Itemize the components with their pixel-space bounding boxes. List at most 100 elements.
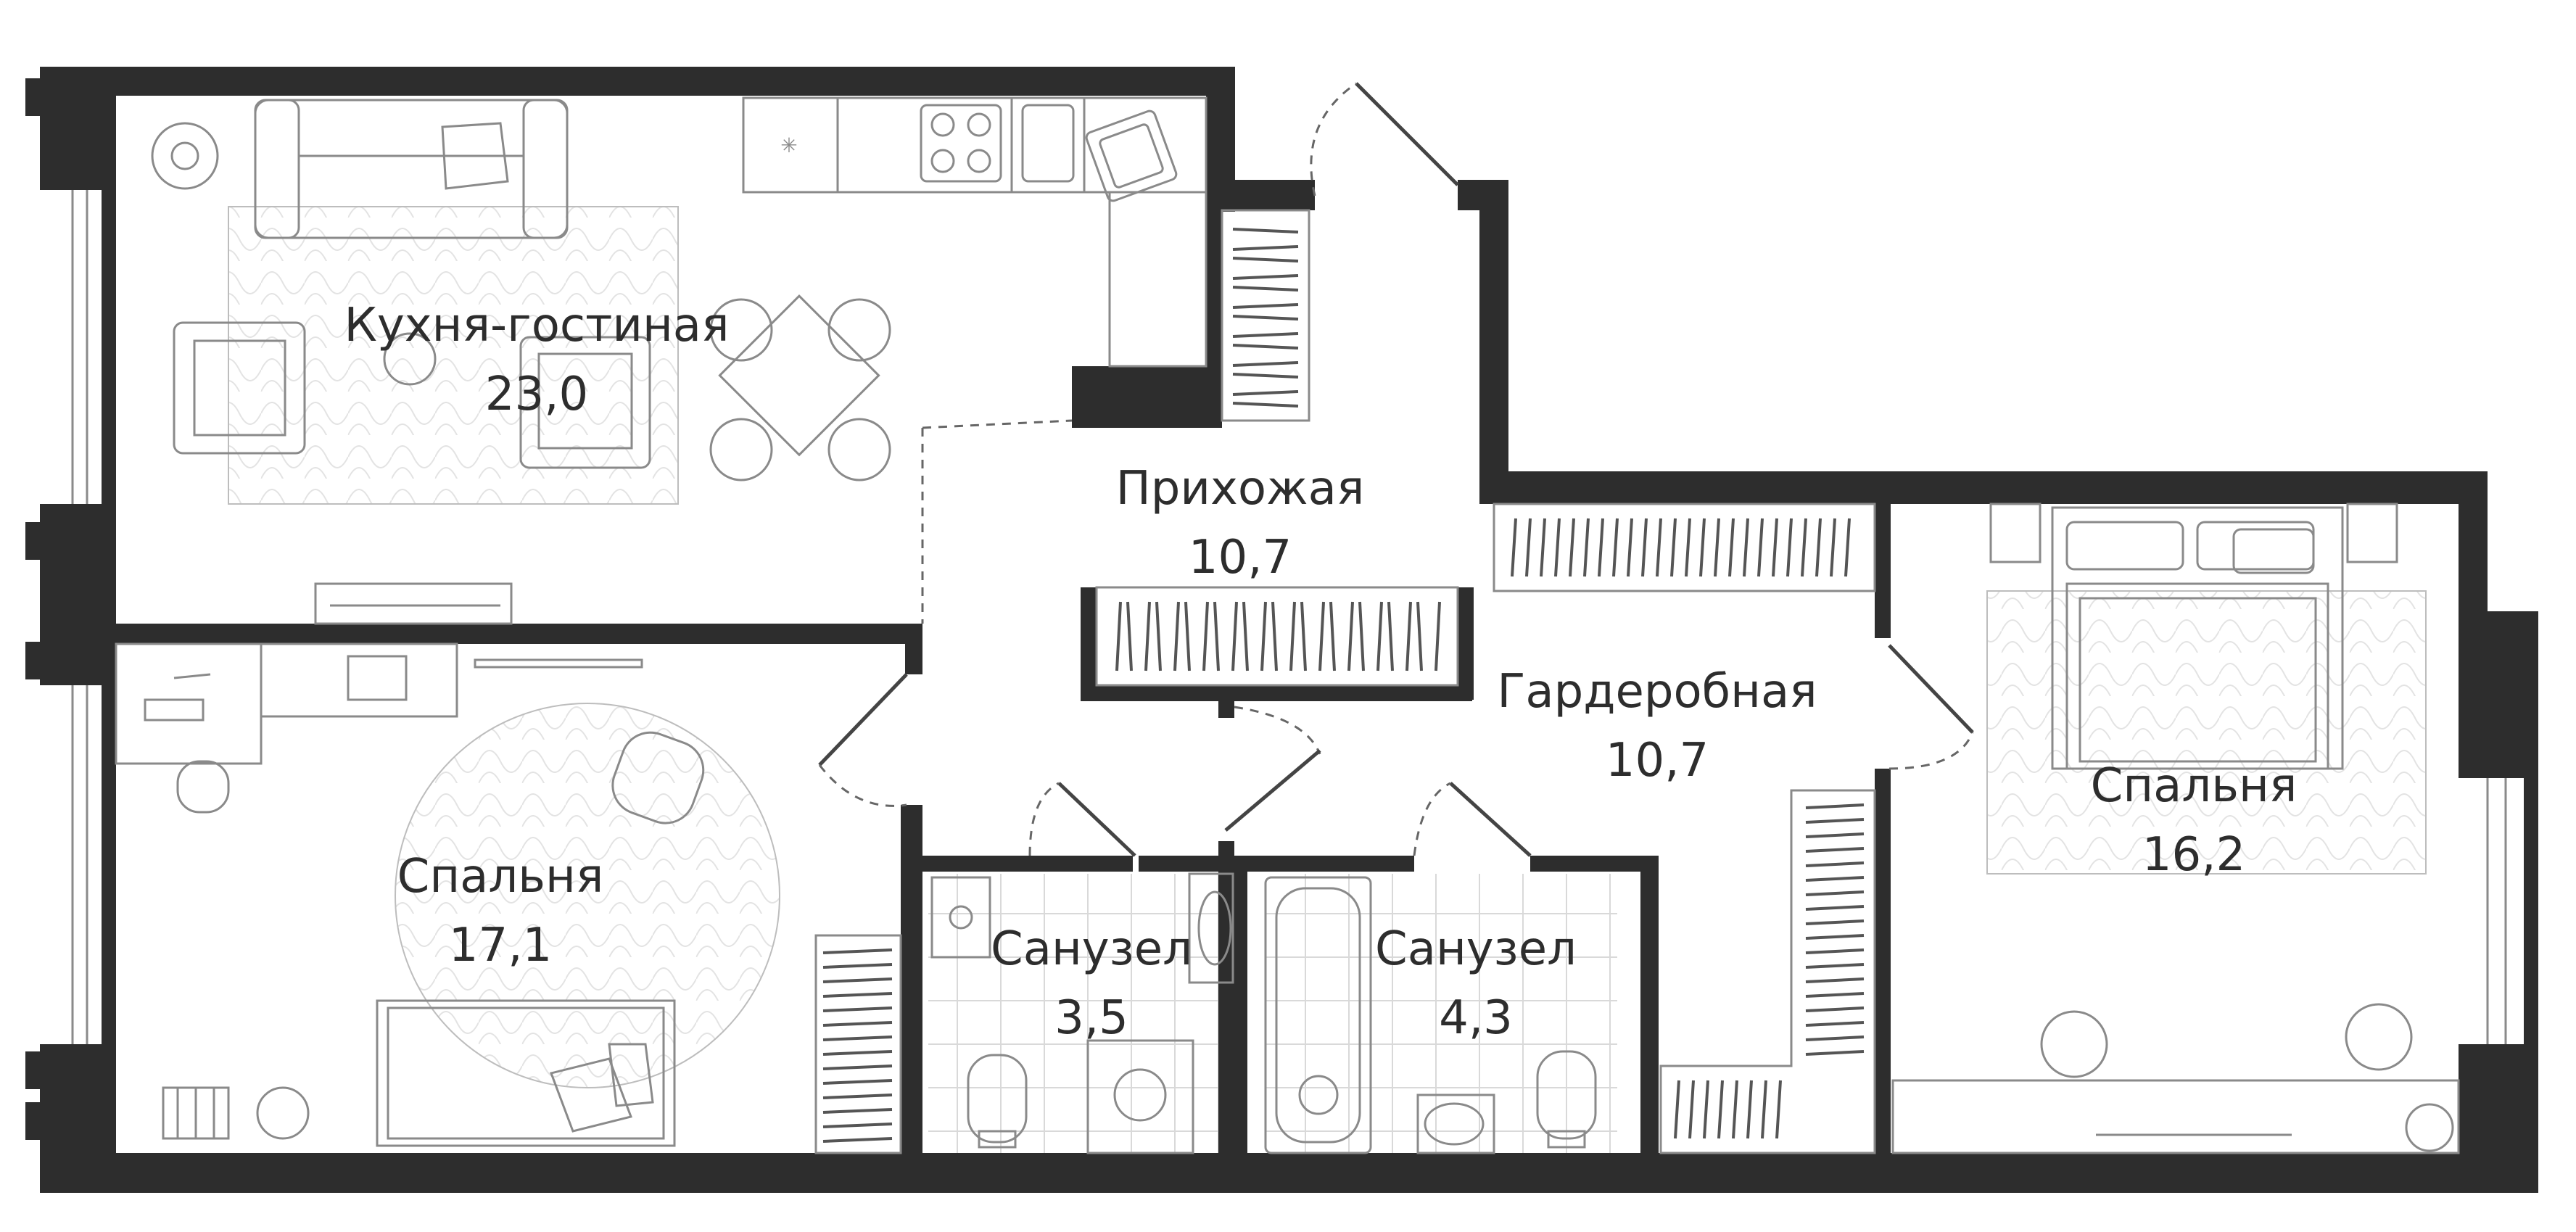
hanger-line — [1347, 601, 1354, 671]
hanger-line — [822, 1079, 893, 1085]
kitchen-living-furniture: ✳ — [151, 96, 1208, 625]
room-name-wardrobe: Гардеробная — [1497, 665, 1817, 719]
hanger-line — [1805, 890, 1865, 896]
hanger-line — [1844, 518, 1851, 577]
sink-icon — [1085, 109, 1178, 202]
room-name-bathroom-2: Санузел — [1375, 922, 1577, 976]
hanger-line — [1202, 601, 1209, 671]
room-name-bedroom-1: Спальня — [397, 850, 604, 904]
hanger-line — [1761, 1080, 1767, 1139]
hanger-line — [1126, 601, 1133, 671]
door-icon — [818, 82, 1974, 857]
hanger-line — [1772, 518, 1778, 577]
hanger-line — [1775, 1080, 1782, 1139]
hanger-line — [1674, 1080, 1680, 1139]
wardrobe-icon — [1674, 803, 1865, 1139]
hanger-line — [1184, 601, 1191, 671]
room-area-bedroom-1: 17,1 — [449, 919, 553, 972]
hanger-line — [1387, 601, 1394, 671]
hanger-line — [1805, 861, 1865, 867]
hanger-line — [1232, 361, 1299, 367]
hanger-line — [1805, 1050, 1865, 1056]
svg-text:✳: ✳ — [780, 133, 797, 157]
hanger-line — [1805, 847, 1865, 853]
hanger-line — [1805, 992, 1865, 998]
hanger-line — [1525, 518, 1532, 577]
room-name-hallway: Прихожая — [1116, 462, 1365, 516]
hanger-line — [1232, 228, 1299, 233]
hanger-line — [1815, 518, 1822, 577]
bedroom-1-furniture — [115, 642, 902, 1154]
sink-icon — [1188, 872, 1234, 984]
hanger-line — [822, 1064, 893, 1070]
hanger-line — [822, 992, 893, 998]
wardrobe-icon — [1115, 601, 1441, 671]
hanger-line — [1232, 274, 1299, 280]
hanger-line — [1641, 518, 1648, 577]
hanger-line — [1115, 601, 1122, 671]
hanger-line — [822, 1137, 893, 1143]
hanger-line — [1358, 601, 1365, 671]
hanger-line — [1699, 518, 1706, 577]
hanger-line — [1318, 601, 1325, 671]
hanger-line — [822, 1035, 893, 1041]
wardrobe-icon — [822, 948, 893, 1143]
armchair-icon — [173, 321, 651, 469]
hanger-line — [1627, 518, 1633, 577]
hanger-line — [822, 1123, 893, 1128]
hanger-line — [1656, 518, 1662, 577]
room-name-bathroom-1: Санузел — [991, 922, 1192, 976]
toilet-icon — [1536, 1050, 1597, 1149]
hanger-line — [1416, 601, 1423, 671]
hanger-line — [822, 1093, 893, 1099]
hanger-line — [1805, 818, 1865, 824]
hanger-line — [1300, 601, 1307, 671]
hanger-line — [1213, 601, 1220, 671]
wardrobe-icon — [1511, 518, 1851, 577]
hanger-line — [1732, 1080, 1738, 1139]
hanger-line — [1805, 963, 1865, 969]
hanger-line — [1434, 601, 1441, 671]
hanger-line — [1376, 601, 1383, 671]
room-labels: Кухня-гостиная 23,0 Прихожая 10,7 Гардер… — [344, 299, 2297, 1045]
hanger-line — [1232, 286, 1299, 292]
hanger-line — [1786, 518, 1793, 577]
walls — [25, 67, 2538, 1193]
hanger-line — [1612, 518, 1619, 577]
hanger-line — [822, 948, 893, 954]
hanger-line — [1232, 303, 1299, 309]
hanger-line — [1717, 1080, 1724, 1139]
bed-icon — [376, 999, 676, 1147]
wardrobe-room-furniture — [1493, 503, 1876, 1154]
hanger-line — [1155, 601, 1162, 671]
bathroom-1-furniture — [930, 872, 1234, 1154]
hanger-line — [1242, 601, 1249, 671]
sofa-icon — [254, 99, 569, 239]
hanger-line — [1232, 245, 1299, 251]
hanger-line — [1173, 601, 1180, 671]
toilet-icon — [967, 1054, 1028, 1149]
hanger-line — [1757, 518, 1764, 577]
dining-table-icon — [709, 294, 891, 481]
hanger-line — [1329, 601, 1336, 671]
windows — [71, 190, 2507, 1044]
hanger-line — [1583, 518, 1590, 577]
hanger-line — [1805, 1006, 1865, 1012]
hanger-line — [1511, 518, 1517, 577]
hanger-line — [1703, 1080, 1709, 1139]
hanger-line — [1685, 518, 1691, 577]
room-area-kitchen-living: 23,0 — [485, 368, 589, 421]
hallway-furniture — [1095, 209, 1459, 687]
hanger-line — [1746, 1080, 1753, 1139]
room-area-bathroom-1: 3,5 — [1054, 991, 1128, 1045]
hanger-line — [1260, 601, 1267, 671]
hanger-line — [1232, 332, 1299, 338]
hanger-line — [1405, 601, 1412, 671]
hanger-line — [822, 963, 893, 969]
hanger-line — [1805, 1035, 1865, 1041]
room-area-bedroom-2: 16,2 — [2142, 828, 2246, 882]
hanger-line — [1743, 518, 1749, 577]
hanger-line — [1728, 518, 1735, 577]
hanger-line — [1554, 518, 1561, 577]
